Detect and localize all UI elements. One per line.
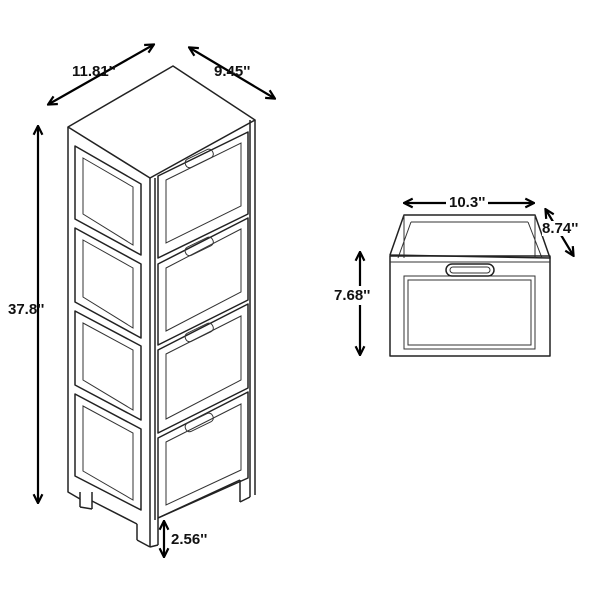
cabinet-drawers [157,131,249,519]
bin-height-label: 7.68'' [333,286,372,305]
bin-handle [445,263,495,277]
cabinet-top-face [67,65,256,179]
bin-width-label: 10.3'' [446,195,489,210]
height-label: 37.8'' [8,301,45,318]
width-arrow [49,45,153,104]
depth-arrow [190,48,274,98]
leg-height-label: 2.56'' [171,531,208,548]
storage-bin [389,214,551,357]
bin-front-panel [389,255,551,357]
cabinet-side-panel [67,127,81,500]
depth-label: 9.45'' [214,63,251,80]
storage-cabinet [67,65,256,548]
width-label: 11.81'' [72,63,116,80]
side-panel-frames [74,145,142,511]
bin-depth-label: 8.74'' [542,220,579,237]
